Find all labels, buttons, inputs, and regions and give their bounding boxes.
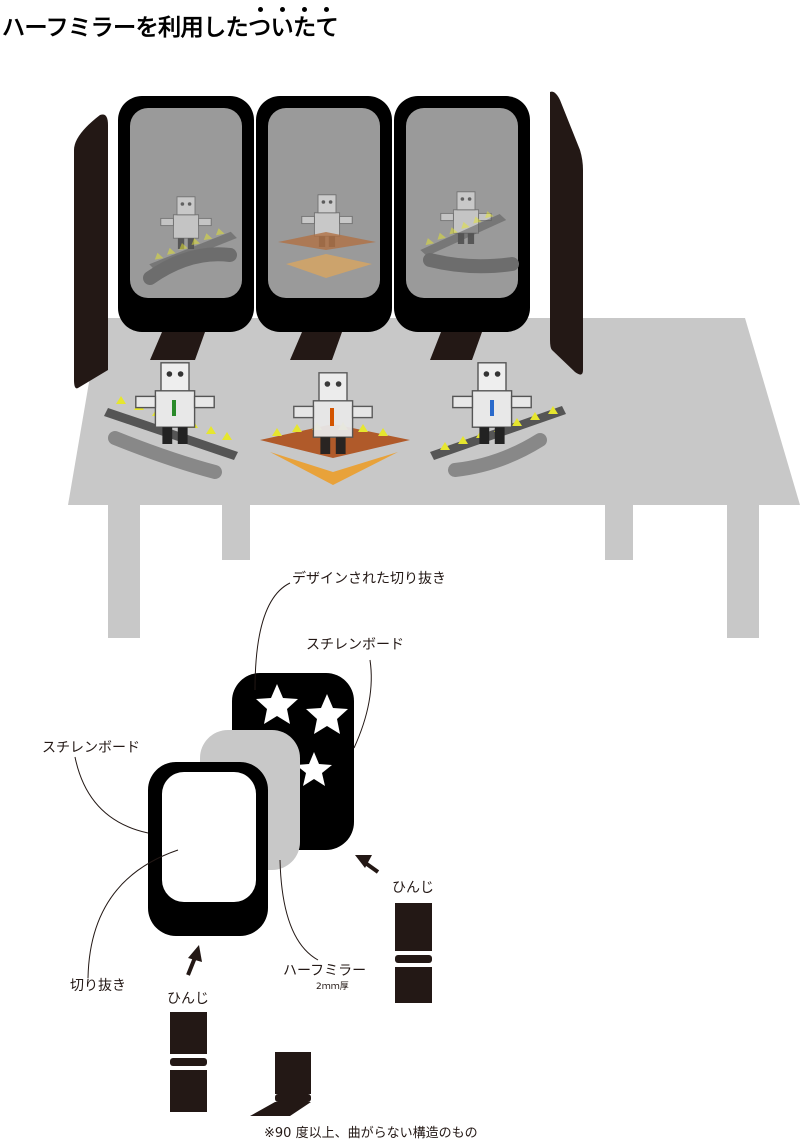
table-leg xyxy=(727,505,759,638)
label-designed-cutout: デザインされた切り抜き xyxy=(292,570,446,587)
page-title: ハーフミラーを利用したついたて xyxy=(2,15,339,41)
label-cutout: 切り抜き xyxy=(70,978,126,994)
screen-panel-left xyxy=(118,96,254,332)
table-leg xyxy=(108,505,140,638)
note-text: ※90 度以上、曲がらない構造のもの xyxy=(264,1125,478,1141)
leader-line xyxy=(353,659,372,749)
label-hinge-left: ひんじ xyxy=(167,991,209,1007)
star-cutout xyxy=(256,684,298,724)
emphasis-dot xyxy=(302,7,307,12)
panel-stand xyxy=(290,332,342,360)
side-screen-right xyxy=(550,91,583,375)
emphasis-dot xyxy=(280,7,285,12)
table-top xyxy=(68,318,800,505)
robot-figure-left xyxy=(104,362,238,479)
leader-line xyxy=(254,582,291,691)
robot-figure-right xyxy=(430,362,566,477)
front-styrene-board xyxy=(148,762,268,936)
hinge-left xyxy=(170,1012,207,1112)
emphasis-dot xyxy=(324,7,329,12)
leader-line xyxy=(279,859,319,961)
panel-stand xyxy=(430,332,482,360)
leader-line xyxy=(74,756,149,834)
arrow-icon xyxy=(355,855,380,874)
emphasis-dot xyxy=(258,7,263,12)
label-half-mirror: ハーフミラー xyxy=(283,963,366,979)
screen-panel-center xyxy=(256,96,392,332)
table-leg xyxy=(222,505,250,560)
panel-stand xyxy=(150,332,205,360)
star-cutout xyxy=(296,752,332,786)
table-leg xyxy=(605,505,633,560)
label-hinge-right: ひんじ xyxy=(392,880,434,896)
screen-panel-right xyxy=(394,96,530,332)
leader-line xyxy=(87,849,179,979)
label-styrene-board-front: スチレンボード xyxy=(42,740,140,756)
label-styrene-board-back: スチレンボード xyxy=(306,637,404,653)
label-half-mirror-thickness: 2ｍｍ厚 xyxy=(316,981,349,992)
robot-figure-center xyxy=(260,372,410,485)
star-cutout xyxy=(306,694,348,734)
hinge-90-degree xyxy=(250,1052,311,1116)
hinge-right xyxy=(395,903,432,1003)
arrow-icon xyxy=(186,945,202,976)
side-screen-left xyxy=(74,114,108,389)
